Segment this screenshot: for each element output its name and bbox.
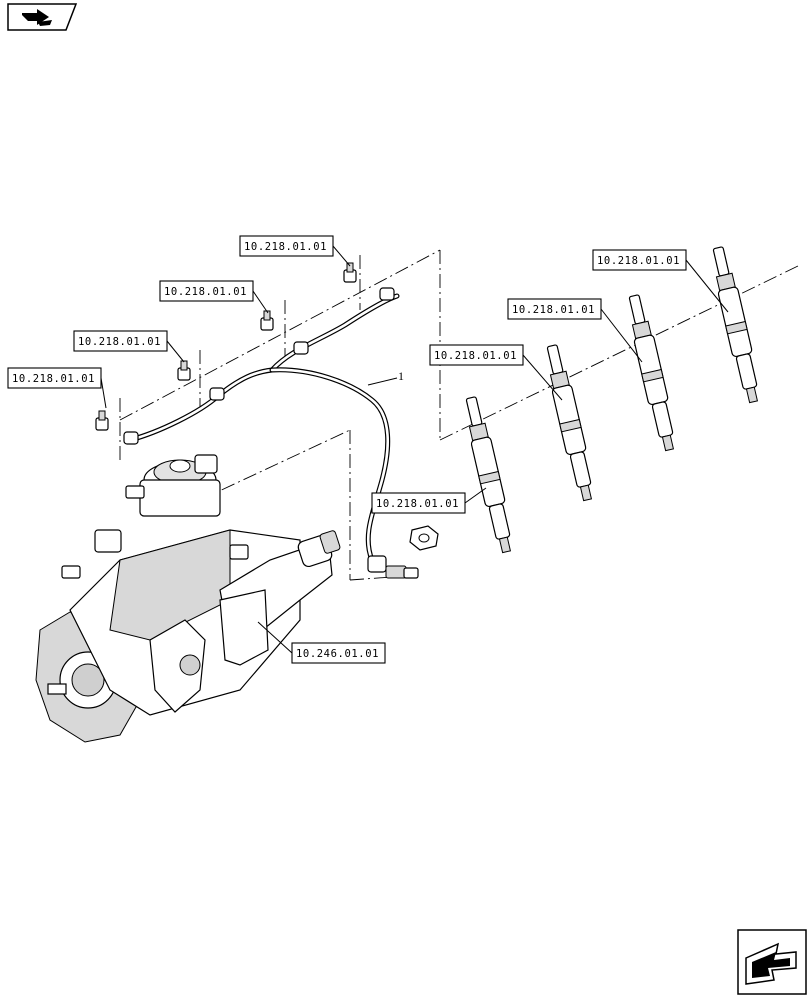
hex-nut (409, 525, 439, 551)
reference-link-injector-3[interactable]: 10.218.01.01 (507, 298, 643, 363)
reference-link-bolt-3[interactable]: 10.218.01.01 (159, 280, 269, 314)
fuel-injection-pump (35, 454, 341, 743)
reference-label: 10.218.01.01 (376, 498, 459, 510)
reference-link-injector-2[interactable]: 10.218.01.01 (429, 344, 563, 401)
previous-page-arrow-icon[interactable] (7, 3, 78, 31)
reference-label: 10.218.01.01 (78, 336, 161, 348)
reference-label: 10.218.01.01 (12, 373, 95, 385)
callout-number-label: 1 (398, 369, 404, 383)
fuel-injector (628, 294, 675, 452)
reference-link-bolt-1[interactable]: 10.218.01.01 (7, 367, 107, 409)
bolt-part (343, 262, 357, 283)
next-page-arrow-icon[interactable] (737, 929, 807, 995)
bolt-part (177, 360, 191, 381)
fuel-injector (712, 246, 759, 404)
bolt-part (95, 410, 109, 431)
fuel-injector (465, 396, 512, 554)
alignment-centerlines (119, 249, 801, 581)
reference-link-bolt-4[interactable]: 10.218.01.01 (239, 235, 351, 267)
reference-link-bolt-2[interactable]: 10.218.01.01 (73, 330, 185, 363)
fuel-leak-off-pipe (123, 287, 400, 563)
reference-label: 10.218.01.01 (597, 255, 680, 267)
banjo-fitting (367, 555, 419, 579)
reference-label: 10.218.01.01 (244, 241, 327, 253)
reference-link-injector-4[interactable]: 10.218.01.01 (592, 249, 729, 313)
reference-link-injector-1[interactable]: 10.218.01.01 (371, 487, 487, 514)
fuel-injector (546, 344, 593, 502)
reference-label: 10.218.01.01 (434, 350, 517, 362)
bolt-part (260, 310, 274, 331)
reference-label: 10.218.01.01 (512, 304, 595, 316)
reference-label: 10.218.01.01 (164, 286, 247, 298)
reference-label: 10.246.01.01 (296, 648, 379, 660)
part-callout-1: 1 (367, 369, 404, 386)
reference-link-pump[interactable]: 10.246.01.01 (257, 621, 386, 664)
